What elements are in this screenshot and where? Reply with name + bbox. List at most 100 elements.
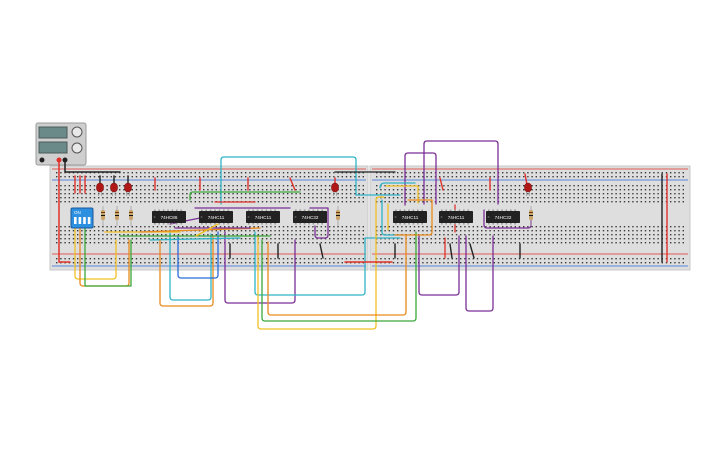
- hole: [81, 238, 83, 240]
- led[interactable]: [96, 182, 104, 196]
- ic-chip[interactable]: 74HC32: [293, 209, 327, 225]
- hole: [228, 176, 230, 178]
- led[interactable]: [331, 182, 339, 196]
- ic-chip[interactable]: 74HC11: [393, 209, 427, 225]
- wire[interactable]: [220, 156, 401, 205]
- ic-chip[interactable]: 74HC11: [199, 209, 233, 225]
- hole: [291, 176, 293, 178]
- wire[interactable]: [149, 237, 241, 241]
- power-supply[interactable]: [35, 122, 87, 166]
- hole: [240, 185, 243, 187]
- hole: [657, 193, 659, 195]
- hole: [324, 230, 327, 232]
- hole: [140, 230, 142, 232]
- dip-switch-toggle[interactable]: [74, 217, 77, 224]
- wire[interactable]: [423, 140, 499, 205]
- voltage-knob[interactable]: [71, 126, 83, 138]
- wire[interactable]: [483, 209, 532, 229]
- hole: [135, 226, 138, 228]
- hole: [439, 230, 441, 232]
- wire[interactable]: [418, 235, 460, 296]
- hole: [198, 172, 201, 174]
- wire[interactable]: [139, 227, 261, 233]
- dip-switch[interactable]: ON: [70, 207, 94, 229]
- hole: [510, 226, 512, 228]
- hole: [682, 172, 684, 174]
- ground-terminal[interactable]: [39, 157, 45, 163]
- hole: [148, 189, 150, 191]
- hole: [472, 238, 474, 240]
- wire[interactable]: [379, 182, 416, 189]
- wire[interactable]: [381, 199, 401, 236]
- hole: [502, 197, 504, 199]
- wire[interactable]: [257, 196, 385, 330]
- wire[interactable]: [309, 207, 329, 239]
- ic-body: [199, 211, 233, 223]
- dip-switch-toggle[interactable]: [78, 217, 82, 224]
- hole: [127, 238, 129, 240]
- hole: [430, 262, 432, 264]
- hole: [527, 172, 529, 174]
- resistor[interactable]: [129, 206, 133, 226]
- hole: [56, 258, 58, 260]
- hole: [266, 185, 268, 187]
- led[interactable]: [524, 182, 532, 196]
- wire[interactable]: [261, 231, 417, 322]
- led[interactable]: [124, 182, 132, 196]
- ic-pin: [403, 222, 406, 225]
- ic-chip[interactable]: 74HC11: [246, 209, 280, 225]
- hole: [114, 230, 117, 232]
- wire[interactable]: [394, 199, 433, 236]
- wire[interactable]: [189, 191, 301, 201]
- wire[interactable]: [289, 177, 296, 191]
- hole: [678, 197, 680, 199]
- wire[interactable]: [404, 152, 437, 206]
- current-knob[interactable]: [71, 142, 83, 154]
- ic-chip[interactable]: 74HC32: [486, 209, 520, 225]
- resistor[interactable]: [529, 206, 533, 226]
- wire[interactable]: [169, 229, 212, 301]
- resistor[interactable]: [101, 206, 105, 226]
- wire[interactable]: [469, 243, 475, 259]
- wire[interactable]: [449, 243, 453, 259]
- wire[interactable]: [385, 185, 419, 204]
- dip-switch-toggle[interactable]: [83, 217, 86, 224]
- hole: [455, 176, 458, 178]
- wire[interactable]: [439, 177, 444, 191]
- hole: [56, 230, 58, 232]
- ic-chip[interactable]: 74HC11: [439, 209, 473, 225]
- dip-switch-toggle[interactable]: [87, 217, 91, 224]
- wire[interactable]: [64, 159, 121, 173]
- wire[interactable]: [84, 217, 132, 287]
- hole: [278, 230, 280, 232]
- resistor[interactable]: [115, 206, 119, 226]
- wire[interactable]: [319, 243, 324, 259]
- hole: [324, 176, 327, 178]
- hole: [397, 201, 399, 203]
- wire[interactable]: [177, 231, 219, 279]
- hole: [161, 176, 163, 178]
- hole: [426, 230, 428, 232]
- resistor[interactable]: [336, 206, 340, 226]
- hole: [615, 262, 617, 264]
- wire[interactable]: [465, 235, 494, 312]
- hole: [560, 172, 563, 174]
- hole: [439, 234, 441, 236]
- hole: [619, 201, 621, 203]
- wire[interactable]: [58, 159, 71, 263]
- hole: [249, 189, 251, 191]
- wire[interactable]: [224, 231, 296, 304]
- hole: [569, 176, 571, 178]
- hole: [384, 185, 386, 187]
- wire[interactable]: [159, 235, 214, 307]
- hole: [397, 230, 399, 232]
- wire[interactable]: [74, 215, 117, 280]
- wire[interactable]: [267, 235, 407, 316]
- led[interactable]: [110, 182, 118, 196]
- wire[interactable]: [195, 223, 219, 237]
- hole: [72, 185, 75, 187]
- hole: [81, 262, 83, 264]
- ic-chip[interactable]: 74HC86: [152, 209, 186, 225]
- hole: [502, 234, 504, 236]
- wire[interactable]: [254, 231, 401, 296]
